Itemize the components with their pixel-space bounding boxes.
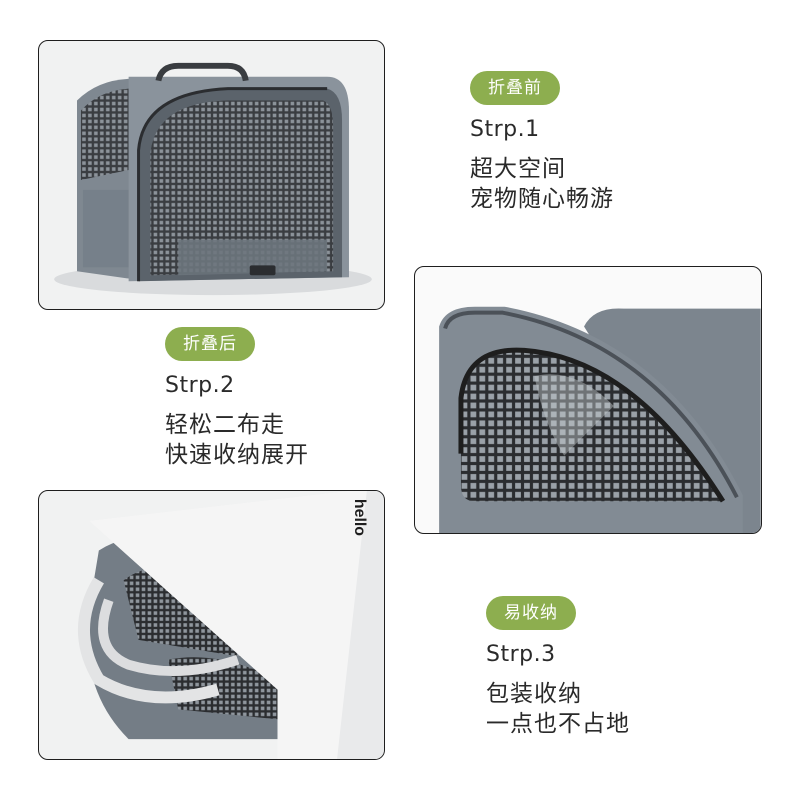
- folded-carrier-in-bag-photo: hello: [78, 491, 384, 759]
- photo-mesh-closeup: [414, 266, 762, 534]
- step-2-description: 轻松二布走 快速收纳展开: [165, 410, 309, 470]
- step-1-badge: 折叠前: [470, 71, 560, 105]
- step-1-description: 超大空间 宠物随心畅游: [470, 154, 614, 214]
- step-2-line-2: 快速收纳展开: [165, 442, 309, 468]
- step-2-label: Strp.2: [165, 373, 235, 398]
- bag-print-text: hello: [351, 499, 368, 536]
- step-1: 折叠前 Strp.1 超大空间 宠物随心畅游: [470, 71, 614, 214]
- step-3-line-1: 包装收纳: [486, 681, 582, 707]
- step-1-line-1: 超大空间: [470, 156, 566, 182]
- pet-carrier-photo: [54, 62, 372, 296]
- step-3: 易收纳 Strp.3 包装收纳 一点也不占地: [486, 596, 630, 739]
- step-2-badge: 折叠后: [165, 327, 255, 361]
- carrier-mesh-closeup-photo: [439, 306, 761, 533]
- step-3-badge: 易收纳: [486, 596, 576, 630]
- step-3-label: Strp.3: [486, 642, 556, 667]
- photo-folded-in-bag: hello: [38, 490, 385, 760]
- step-3-line-2: 一点也不占地: [486, 711, 630, 737]
- step-2: 折叠后 Strp.2 轻松二布走 快速收纳展开: [165, 327, 309, 470]
- photo-expanded-carrier: [38, 40, 385, 310]
- step-2-line-1: 轻松二布走: [165, 412, 285, 438]
- step-3-description: 包装收纳 一点也不占地: [486, 679, 630, 739]
- step-1-line-2: 宠物随心畅游: [470, 186, 614, 212]
- step-1-label: Strp.1: [470, 117, 540, 142]
